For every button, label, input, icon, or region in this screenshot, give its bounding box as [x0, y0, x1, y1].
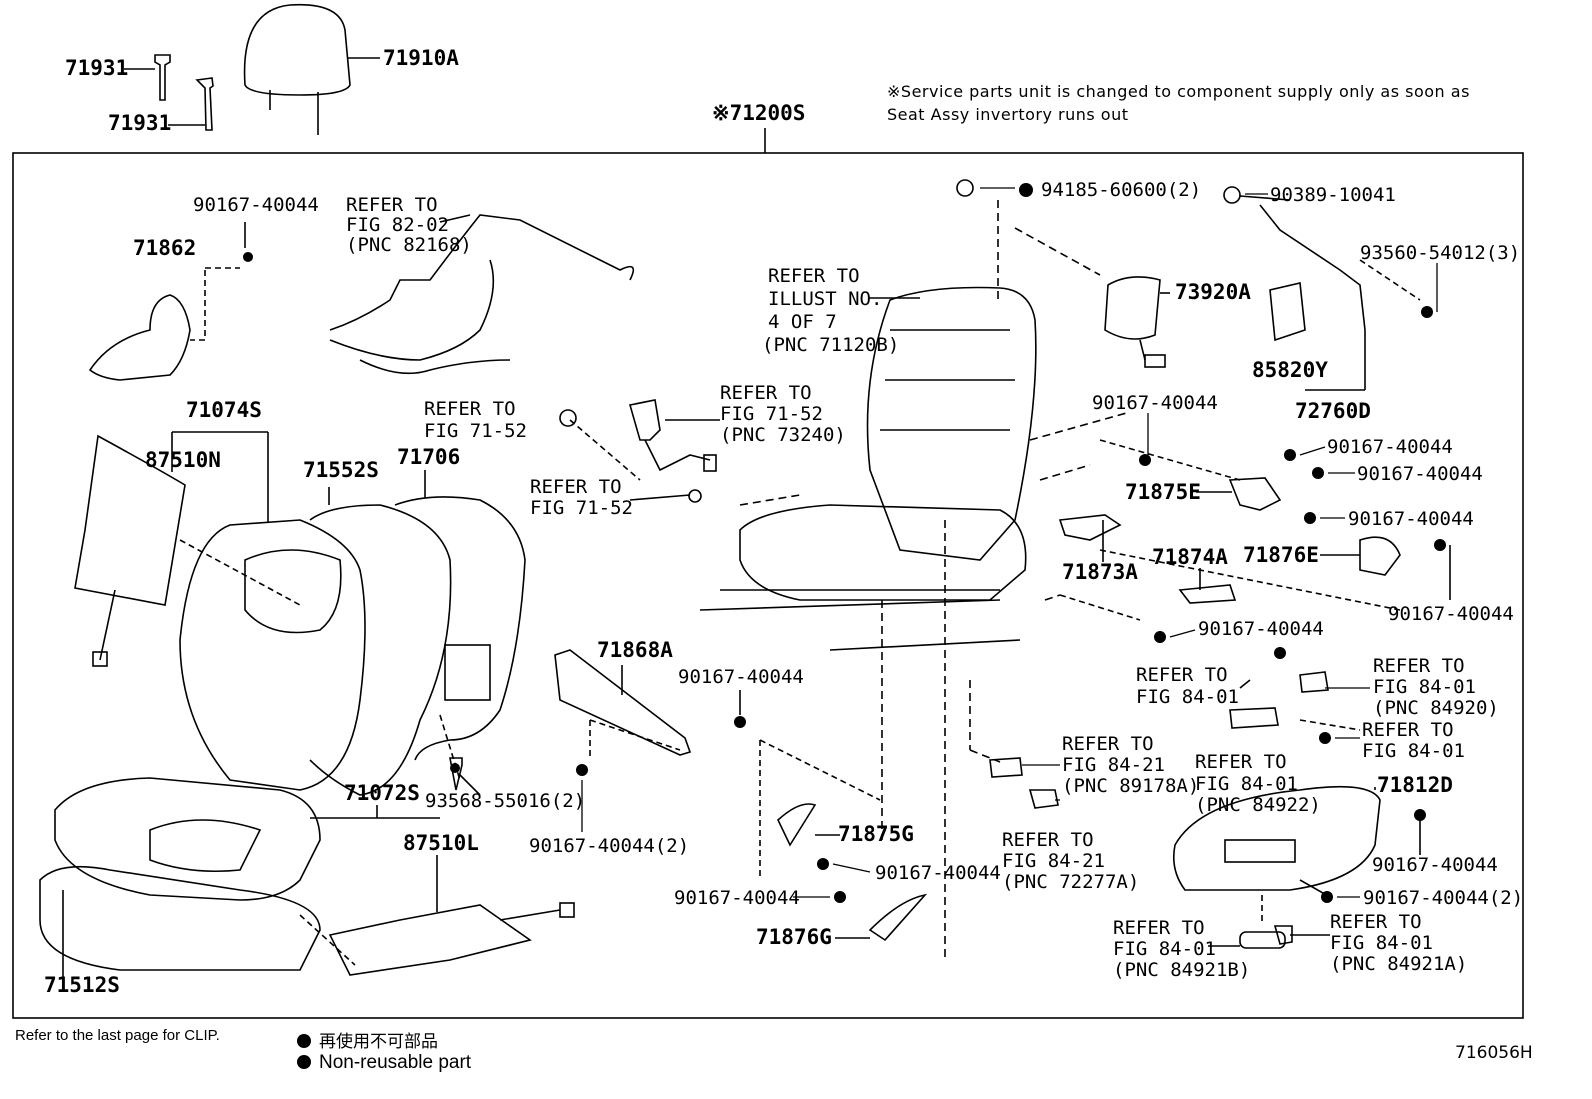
mat-87510N [74, 434, 186, 606]
legend-jp: 再使用不可部品 [297, 1027, 438, 1052]
bolt-mid-label: 90167-40044 [678, 666, 804, 688]
service-note-line1: ※Service parts unit is changed to compon… [887, 82, 1470, 101]
part-71706: 71706 [397, 445, 461, 469]
legend-dot-icon [297, 1055, 311, 1069]
bolt-right3-label: 90167-40044 [1357, 463, 1483, 485]
part-71812D: 71812D [1377, 773, 1453, 797]
part-71874A: 71874A [1152, 545, 1228, 569]
frame-ref-line2: ILLUST NO. [768, 288, 883, 310]
belt-ref2-line1: REFER TO [720, 382, 812, 404]
screw-93568-label: 93568-55016(2) [425, 790, 586, 812]
seatback-frame [866, 286, 1037, 561]
bolt-right1-label: 90167-40044 [1092, 392, 1218, 414]
non-reusable-dot-icon [1019, 183, 1033, 197]
belt-ref3-line2: FIG 71-52 [530, 497, 633, 519]
fig8421a-line3: (PNC 89178A) [1062, 775, 1200, 797]
part-71875G: 71875G [838, 822, 914, 846]
fig8421a-line1: REFER TO [1062, 733, 1154, 755]
fig8401e-line1: REFER TO [1113, 917, 1205, 939]
part-71873A: 71873A [1062, 560, 1138, 584]
clip-note: Refer to the last page for CLIP. [15, 1027, 220, 1044]
bolt-right4-label: 90167-40044 [1348, 508, 1474, 530]
fig8421b-line2: FIG 84-21 [1002, 850, 1105, 872]
belt-ref1-line2: FIG 71-52 [424, 420, 527, 442]
part-71931-a: 71931 [65, 56, 129, 80]
fig8401a-line2: FIG 84-01 [1136, 686, 1239, 708]
legend-dot-icon [297, 1034, 311, 1048]
part-85820Y: 85820Y [1252, 358, 1328, 382]
part-87510N: 87510N [145, 448, 221, 472]
headrest-shape [243, 3, 351, 96]
bolt-71812-2-label: 90167-40044(2) [1363, 887, 1524, 909]
bolt-71876G-label: 90167-40044 [674, 887, 800, 909]
cushion-frame [739, 504, 1027, 601]
nut-90389-label: 90389-10041 [1270, 184, 1396, 206]
bolt-right5-label: 90167-40044 [1388, 603, 1514, 625]
fig8401b-line1: REFER TO [1373, 655, 1465, 677]
belt-ref1-line1: REFER TO [424, 398, 516, 420]
bolt-71875G-label: 90167-40044 [875, 862, 1001, 884]
part-71074S: 71074S [186, 398, 262, 422]
fig8401a-line1: REFER TO [1136, 664, 1228, 686]
part-73920A: 73920A [1175, 280, 1251, 304]
part-71868A: 71868A [597, 638, 673, 662]
fig8401b-line3: (PNC 84920) [1373, 697, 1499, 719]
side-cover-71868A [554, 649, 692, 756]
wire-ref-line2: FIG 82-02 [346, 214, 449, 236]
part-71875E: 71875E [1125, 480, 1201, 504]
fig8421b-line1: REFER TO [1002, 829, 1094, 851]
part-71931-b: 71931 [108, 111, 172, 135]
fig8401d-line2: FIG 84-01 [1195, 773, 1298, 795]
illustration-id: 716056H [1455, 1043, 1533, 1063]
fig8401f-line2: FIG 84-01 [1330, 932, 1433, 954]
legend-en: Non-reusable part [297, 1052, 471, 1074]
frame-ref-line3: 4 OF 7 [768, 311, 837, 333]
frame-ref-line1: REFER TO [768, 265, 860, 287]
wire-ref-line1: REFER TO [346, 194, 438, 216]
fig8401d-line3: (PNC 84922) [1195, 794, 1321, 816]
belt-ref2-line2: FIG 71-52 [720, 403, 823, 425]
bolt-right2-label: 90167-40044 [1327, 436, 1453, 458]
fig8401b-line2: FIG 84-01 [1373, 676, 1476, 698]
part-87510L: 87510L [403, 831, 479, 855]
frame-ref-line4: (PNC 71120B) [762, 334, 900, 356]
belt-ref3-line1: REFER TO [530, 476, 622, 498]
cushion-cover [54, 777, 321, 901]
fig8401d-line1: REFER TO [1195, 751, 1287, 773]
wire-ref-line3: (PNC 82168) [346, 234, 472, 256]
belt-ref2-line3: (PNC 73240) [720, 424, 846, 446]
bolt-label: 90167-40044 [193, 194, 319, 216]
fig8401e-line2: FIG 84-01 [1113, 938, 1216, 960]
service-note-line2: Seat Assy invertory runs out [887, 105, 1129, 124]
part-71862: 71862 [133, 236, 197, 260]
bolt-93560-label: 93560-54012(3) [1360, 242, 1521, 264]
part-71910A-headrest: 71910A [383, 46, 459, 70]
part-71876E: 71876E [1243, 543, 1319, 567]
part-71512S: 71512S [44, 973, 120, 997]
part-72760D: 72760D [1295, 399, 1371, 423]
fig8401c-line1: REFER TO [1362, 719, 1454, 741]
fig8401c-line2: FIG 84-01 [1362, 740, 1465, 762]
fig8421a-line2: FIG 84-21 [1062, 754, 1165, 776]
bolt-71812-label: 90167-40044 [1372, 854, 1498, 876]
assembly-label: ※71200S [712, 101, 806, 125]
fig8401f-line3: (PNC 84921A) [1330, 953, 1468, 975]
nut-94185-label: 94185-60600(2) [1019, 181, 1201, 200]
assembly-frame-box [12, 152, 1524, 1019]
fig8401f-line1: REFER TO [1330, 911, 1422, 933]
part-71072S: 71072S [344, 781, 420, 805]
seatback-cover [179, 519, 366, 791]
fig8421b-line3: (PNC 72277A) [1002, 871, 1140, 893]
bolt-lower2-label: 90167-40044(2) [529, 835, 690, 857]
fig8401e-line3: (PNC 84921B) [1113, 959, 1251, 981]
part-71876G: 71876G [756, 925, 832, 949]
part-71552S: 71552S [303, 458, 379, 482]
bolt-right6-label: 90167-40044 [1198, 618, 1324, 640]
